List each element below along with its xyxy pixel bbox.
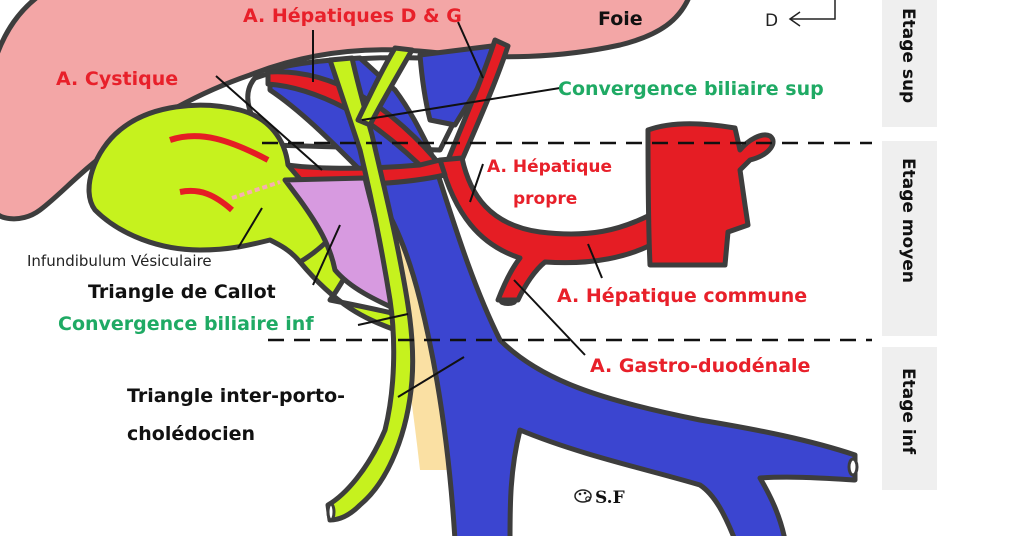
label-orientation: D (765, 11, 778, 31)
leader-gastro-duodenale (513, 279, 586, 356)
label-hepatique-propre-1: A. Hépatique (487, 157, 612, 177)
cbd-end-cap (326, 502, 336, 522)
leader-hepatique-propre (469, 163, 484, 203)
cystic-duct-dashed (231, 180, 281, 200)
stage-box-sup (882, 0, 937, 127)
hepatic-artery-proper-common (437, 155, 663, 303)
label-infundibulum: Infundibulum Vésiculaire (27, 252, 212, 270)
label-cystique: A. Cystique (56, 68, 178, 90)
stage-label-moyen: Etage moyen (898, 158, 918, 283)
right-hepatic-duct (355, 45, 415, 128)
leader-hepatiques-d (457, 21, 484, 79)
leader-hepatique-commune (587, 243, 603, 279)
leader-infundibulum (237, 207, 263, 249)
stage-box-moyen (882, 141, 937, 336)
label-triangle-inter-2: cholédocien (127, 423, 255, 445)
vein-end-cap (847, 457, 859, 477)
label-signature: S.F (595, 488, 625, 508)
cystic-artery-branch-2 (179, 188, 234, 213)
arrow-left-corner-icon (788, 0, 836, 27)
label-convergence-inf: Convergence biliaire inf (58, 313, 314, 335)
leader-callot (312, 224, 341, 286)
label-foie: Foie (598, 8, 643, 30)
label-hepatique-commune: A. Hépatique commune (557, 285, 807, 307)
leader-convergence-sup (361, 87, 561, 121)
label-triangle-inter-1: Triangle inter-porto- (127, 385, 345, 407)
stage-label-inf: Etage inf (898, 368, 918, 455)
label-hepatiques-dg: A. Hépatiques D & G (243, 5, 462, 27)
aorta-segment (645, 121, 776, 268)
label-convergence-sup: Convergence biliaire sup (558, 78, 824, 100)
common-bile-duct (325, 55, 416, 523)
stage-box-inf (882, 347, 937, 490)
leader-convergence-inf (357, 313, 409, 326)
leader-cystique (215, 75, 323, 171)
stage-label-sup: Etage sup (898, 8, 918, 103)
palette-icon (574, 489, 592, 503)
gastroduodenal-artery-end (499, 298, 517, 306)
label-hepatique-propre-2: propre (513, 189, 577, 209)
label-gastro-duodenale: A. Gastro-duodénale (590, 355, 810, 377)
liver-shape (0, 0, 691, 222)
cystic-artery-branch-1 (169, 133, 270, 163)
leader-inter-porto (397, 356, 465, 398)
label-triangle-callot: Triangle de Callot (88, 281, 276, 303)
